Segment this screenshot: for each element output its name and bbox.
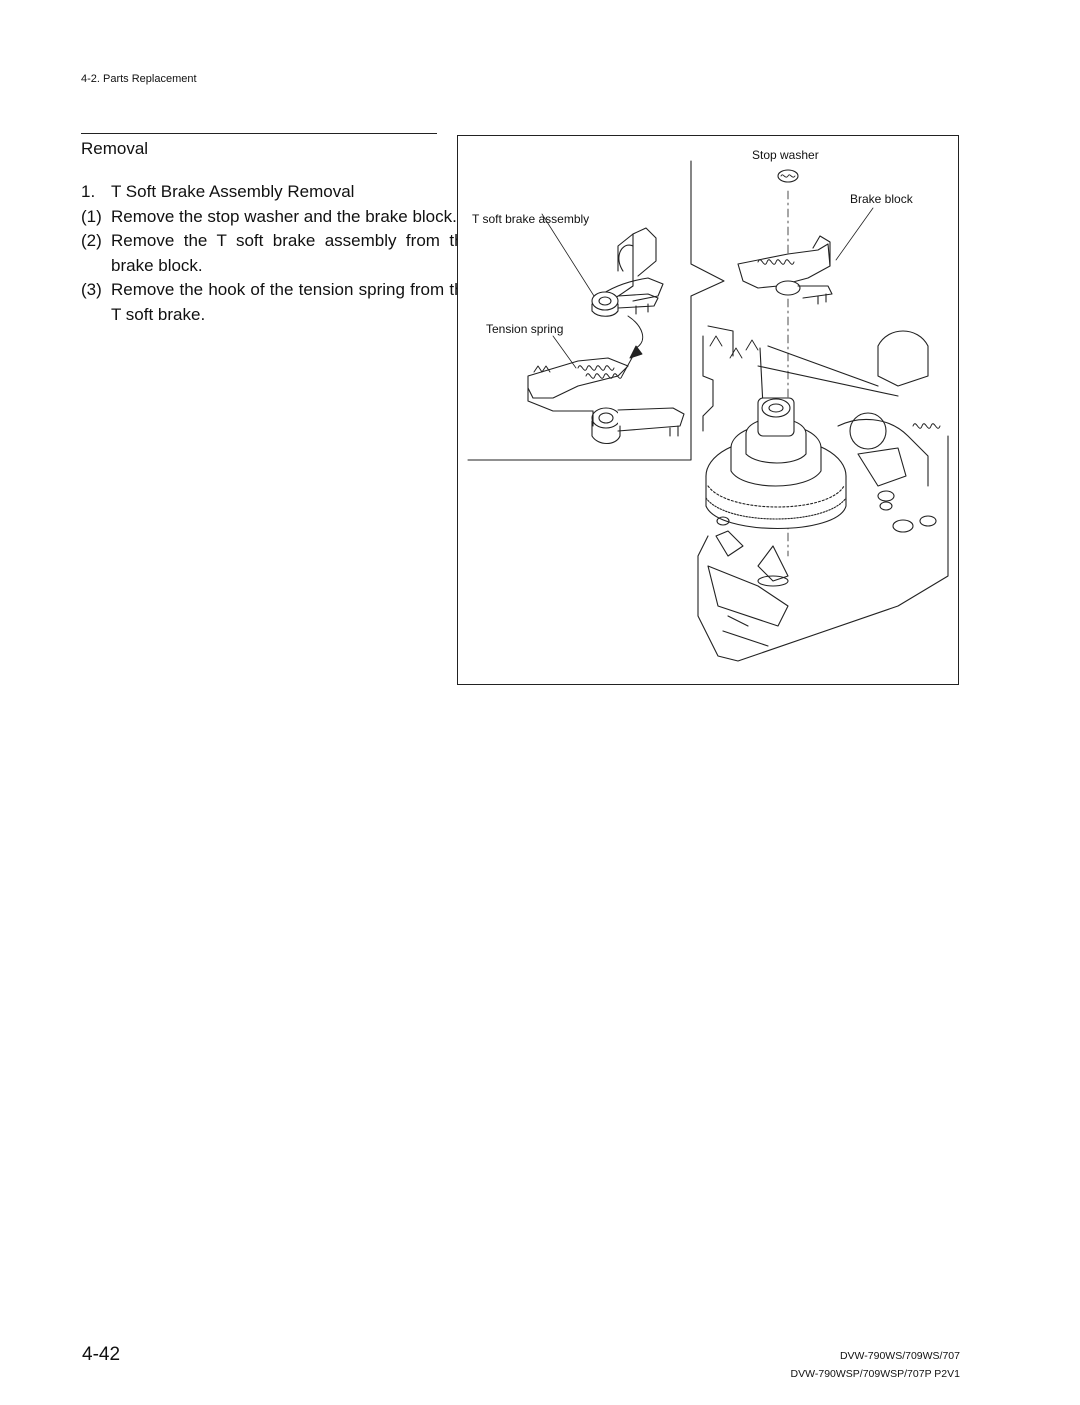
step-text: Remove the stop washer and the brake blo…: [111, 206, 457, 226]
section-rule: [81, 133, 437, 134]
arrow-marker: [629, 345, 643, 359]
running-header: 4-2. Parts Replacement: [81, 73, 197, 85]
step-number: (2): [81, 231, 102, 250]
mechanism-drawing: [467, 160, 949, 662]
t-soft-brake-assembly-label: T soft brake assembly: [472, 212, 590, 226]
page-number: 4-42: [82, 1344, 121, 1365]
brake-assembly-figure: Stop washer Brake block T soft brake ass…: [457, 135, 959, 685]
heading-number: 1.: [81, 182, 96, 201]
stop-washer-drawing: [777, 169, 799, 183]
tension-spring-drawing: [585, 315, 644, 379]
reel-table-drawing: [697, 325, 949, 662]
t-soft-brake-assembly-drawing: [591, 227, 664, 317]
brake-block-label: Brake block: [850, 192, 913, 206]
stop-washer-label: Stop washer: [752, 148, 819, 162]
step-text: Remove the hook of the tension spring fr…: [111, 280, 473, 324]
step-3: (3) Remove the hook of the tension sprin…: [81, 278, 473, 327]
brake-block-drawing: [527, 357, 685, 445]
step-number: (1): [81, 206, 102, 226]
step-2: (2) Remove the T soft brake assembly fro…: [81, 229, 473, 278]
step-number: (3): [81, 280, 102, 299]
section-title: Removal: [81, 139, 149, 158]
model-number-line-1: DVW-790WS/709WS/707: [839, 1350, 960, 1362]
inset-frame: [467, 160, 725, 461]
model-number-line-2: DVW-790WSP/709WSP/707P P2V1: [790, 1368, 960, 1380]
tension-spring-label: Tension spring: [486, 322, 564, 336]
heading-text: T Soft Brake Assembly Removal: [111, 182, 355, 201]
procedure-heading: 1. T Soft Brake Assembly Removal: [81, 180, 473, 205]
procedure-text: 1. T Soft Brake Assembly Removal (1) Rem…: [81, 180, 473, 327]
step-text: Remove the T soft brake assembly from th…: [111, 231, 473, 275]
step-1: (1) Remove the stop washer and the brake…: [81, 205, 473, 230]
brake-block-upper-drawing: [737, 235, 833, 305]
